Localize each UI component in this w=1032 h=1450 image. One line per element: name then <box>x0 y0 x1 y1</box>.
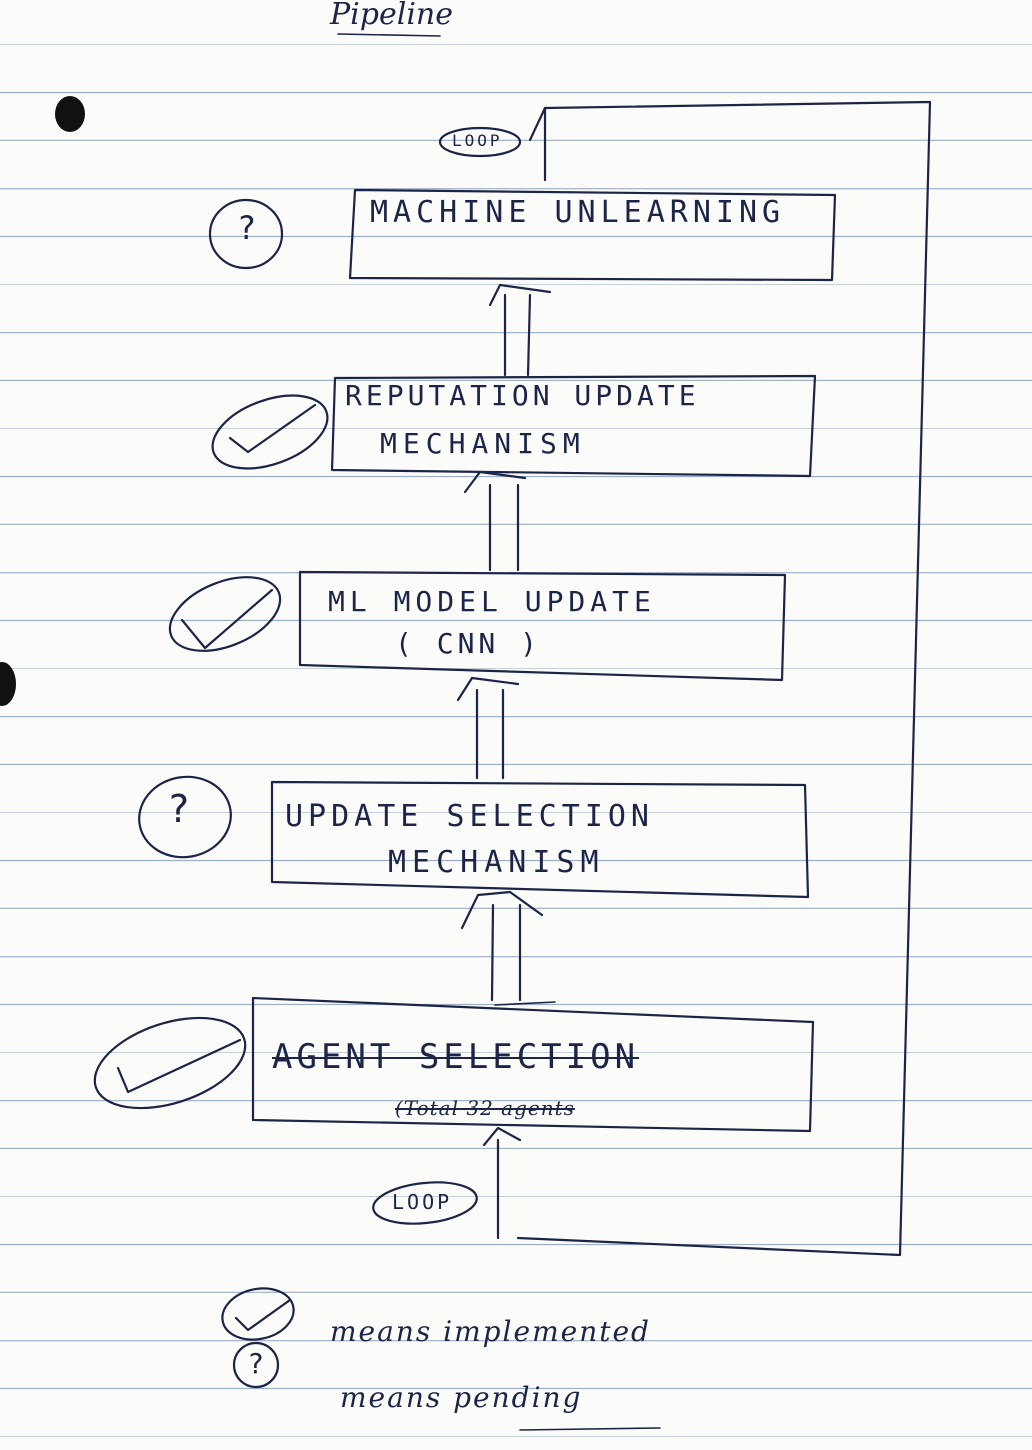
loop-frame-top-link <box>528 106 547 182</box>
step-ml-model-update-label: ML MODEL UPDATE <box>328 585 656 618</box>
loop-label-top: LOOP <box>452 131 503 150</box>
loop-label-bottom: LOOP <box>392 1190 453 1214</box>
status-question-icon-1 <box>208 198 284 270</box>
arrow-loop-bottom <box>482 1126 522 1240</box>
step-ml-model-update-sublabel: ( CNN ) <box>395 627 542 660</box>
step-agent-selection-label: AGENT SELECTION <box>272 1037 640 1077</box>
page-title: Pipeline <box>330 0 454 32</box>
box-ml-model-update <box>298 570 787 682</box>
loop-oval-top <box>438 126 522 158</box>
arrow-update-selection-to-ml <box>456 676 520 780</box>
legend-implemented-text: means implemented <box>330 1315 651 1348</box>
status-check-icon-3 <box>93 1016 247 1110</box>
step-reputation-update-sublabel: MECHANISM <box>380 427 586 460</box>
status-check-icon-2 <box>168 576 282 652</box>
step-machine-unlearning-label: MACHINE UNLEARNING <box>370 195 786 230</box>
loop-frame <box>516 100 932 1257</box>
box-reputation-update <box>330 374 817 478</box>
pending-underline <box>519 1427 661 1431</box>
status-question-mark-1: ? <box>238 209 256 247</box>
step-reputation-update-label: REPUTATION UPDATE <box>345 379 700 412</box>
arrow-reputation-to-unlearning <box>488 283 552 377</box>
step-update-selection-sublabel: MECHANISM <box>388 845 605 880</box>
step-agent-selection-sublabel: (Total 32 agents <box>395 1096 575 1120</box>
legend-pending-text: means pending <box>340 1381 583 1414</box>
legend-question-icon <box>232 1341 280 1389</box>
arrow-agent-to-update-selection <box>460 890 556 1006</box>
status-question-mark-2: ? <box>168 787 190 831</box>
status-question-icon-2 <box>138 775 232 859</box>
title-underline <box>337 33 441 37</box>
arrow-ml-to-reputation <box>463 470 527 572</box>
status-check-icon-1 <box>211 394 329 470</box>
binder-hole-middle <box>0 662 16 706</box>
step-update-selection-label: UPDATE SELECTION <box>285 799 654 834</box>
box-agent-selection <box>251 996 815 1133</box>
loop-oval-bottom <box>372 1181 478 1225</box>
box-update-selection <box>270 780 810 899</box>
box-machine-unlearning <box>348 188 837 282</box>
legend-question-mark: ? <box>248 1347 264 1380</box>
binder-hole-top <box>55 96 85 132</box>
legend-check-icon <box>221 1287 295 1341</box>
